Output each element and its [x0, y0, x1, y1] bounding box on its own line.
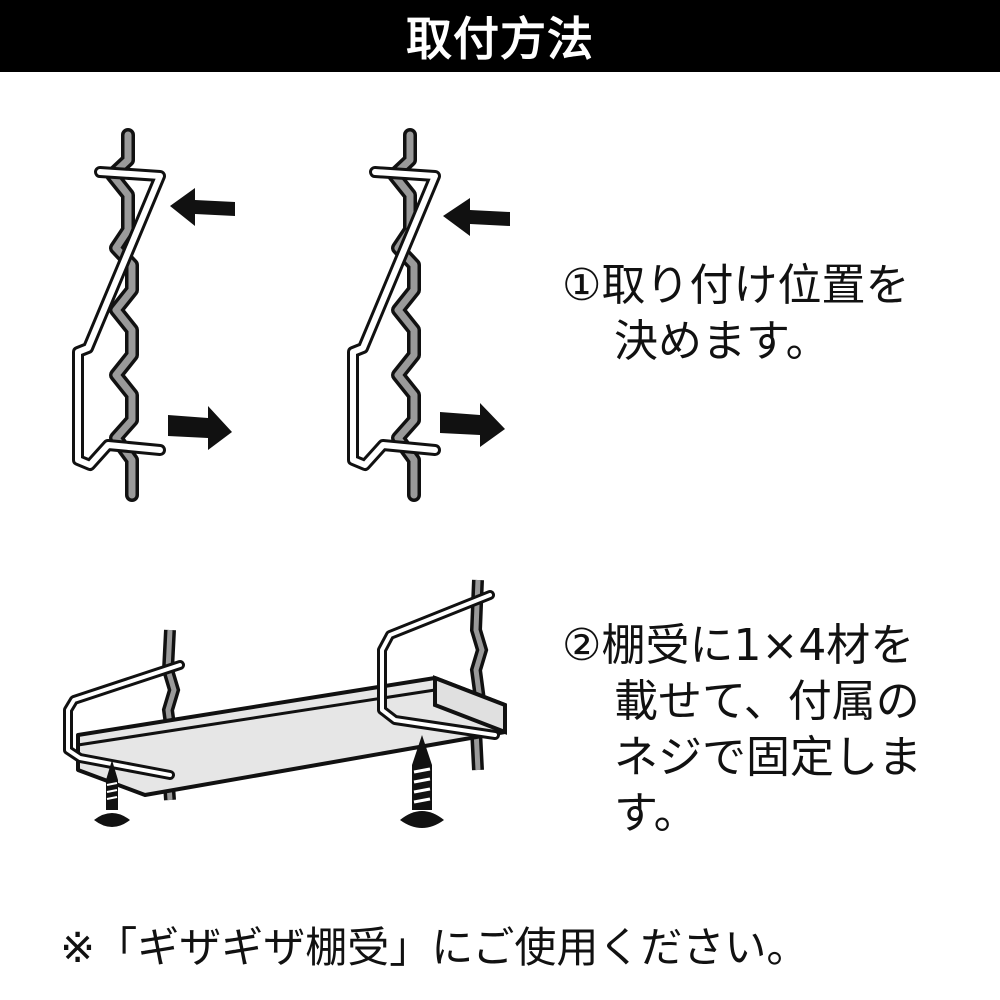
step-2-line-2: 載せて、付属の	[614, 676, 920, 727]
step-2-line-3: ネジで固定しま	[614, 732, 922, 783]
step-1-instruction: ①取り付け位置を 決めます。	[562, 258, 909, 370]
step-1-text-1: 取り付け位置を	[601, 260, 910, 311]
step-1-line-1: ①取り付け位置を	[562, 258, 909, 314]
page-title: 取付方法	[406, 12, 594, 66]
header-bar: 取付方法	[0, 0, 1000, 72]
bracket-rail-diagram-2	[347, 128, 510, 502]
step-2-line-1: ②棚受に1×4材を	[562, 618, 922, 674]
screw-icon-left	[94, 760, 130, 827]
pull-arrow-icon	[168, 406, 232, 450]
push-arrow-icon	[170, 188, 235, 226]
shelf-board-diagram	[63, 579, 507, 828]
push-arrow-icon	[443, 198, 510, 236]
screw-icon-right	[400, 735, 444, 828]
step-2-text-1: 棚受に1×4材を	[601, 620, 915, 671]
step-2-instruction: ②棚受に1×4材を 載せて、付属の ネジで固定しま す。	[562, 618, 922, 842]
pull-arrow-icon	[440, 403, 505, 447]
step-2-line-4: す。	[614, 788, 698, 839]
step-2-number: ②	[562, 620, 602, 671]
bracket-rail-diagram-1	[72, 128, 235, 502]
step-1-number: ①	[562, 260, 602, 311]
usage-note: ※「ギザギザ棚受」にご使用ください。	[60, 923, 809, 972]
step-1-line-2: 決めます。	[614, 316, 830, 367]
